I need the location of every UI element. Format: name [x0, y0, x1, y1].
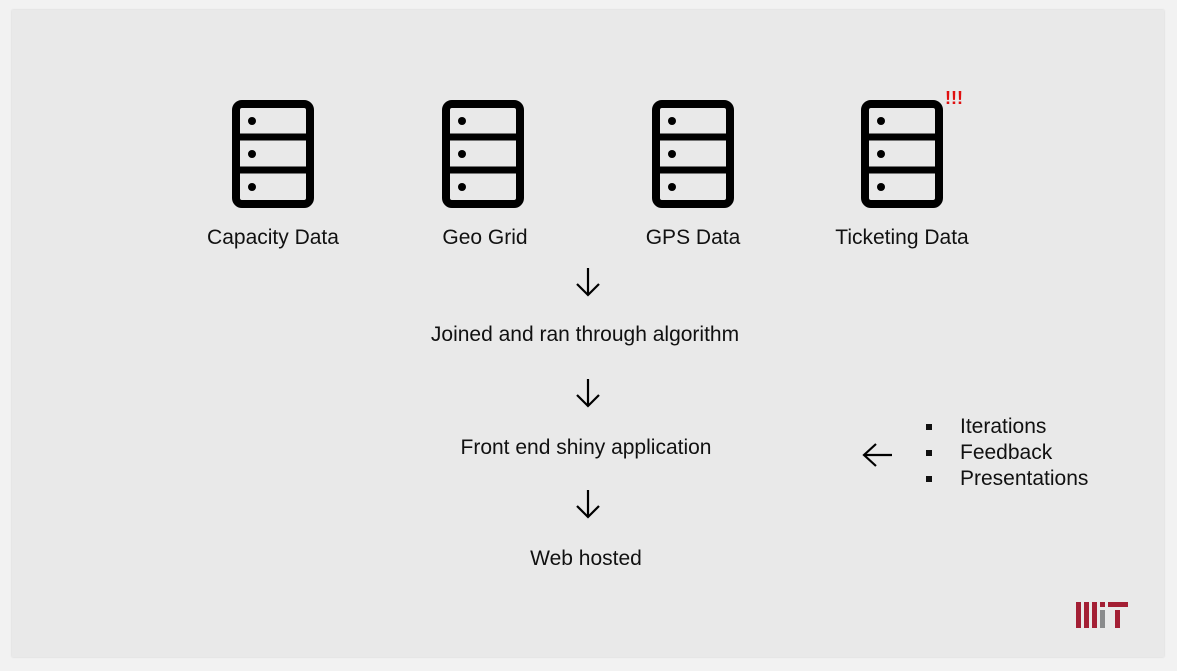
list-item-label: Feedback — [960, 441, 1053, 464]
source-label-ticketing: Ticketing Data — [835, 226, 969, 249]
bullet-icon — [926, 476, 932, 482]
alert-marker: !!! — [945, 88, 963, 108]
arrow-left-icon — [862, 443, 892, 467]
database-server-icon — [442, 100, 524, 208]
arrow-down-icon — [576, 379, 600, 408]
database-server-icon — [652, 100, 734, 208]
feedback-list: Iterations Feedback Presentations — [922, 414, 1088, 492]
list-item: Feedback — [922, 440, 1088, 466]
flow-step-hosted: Web hosted — [530, 547, 642, 570]
list-item-label: Iterations — [960, 415, 1047, 438]
list-item: Presentations — [922, 466, 1088, 492]
list-item: Iterations — [922, 414, 1088, 440]
bullet-icon — [926, 450, 932, 456]
source-label-capacity: Capacity Data — [207, 226, 339, 249]
bullet-icon — [926, 424, 932, 430]
arrow-down-icon — [576, 490, 600, 519]
mit-logo — [1076, 602, 1128, 628]
arrow-down-icon — [576, 268, 600, 297]
source-label-geo-grid: Geo Grid — [442, 226, 528, 249]
list-item-label: Presentations — [960, 467, 1089, 490]
slide: !!! Capacity Data Geo Grid GPS Data Tick… — [12, 10, 1164, 657]
flow-step-join: Joined and ran through algorithm — [430, 323, 740, 346]
flow-step-frontend: Front end shiny application — [460, 436, 712, 459]
database-server-icon — [861, 100, 943, 208]
source-label-gps: GPS Data — [645, 226, 741, 249]
database-server-icon — [232, 100, 314, 208]
